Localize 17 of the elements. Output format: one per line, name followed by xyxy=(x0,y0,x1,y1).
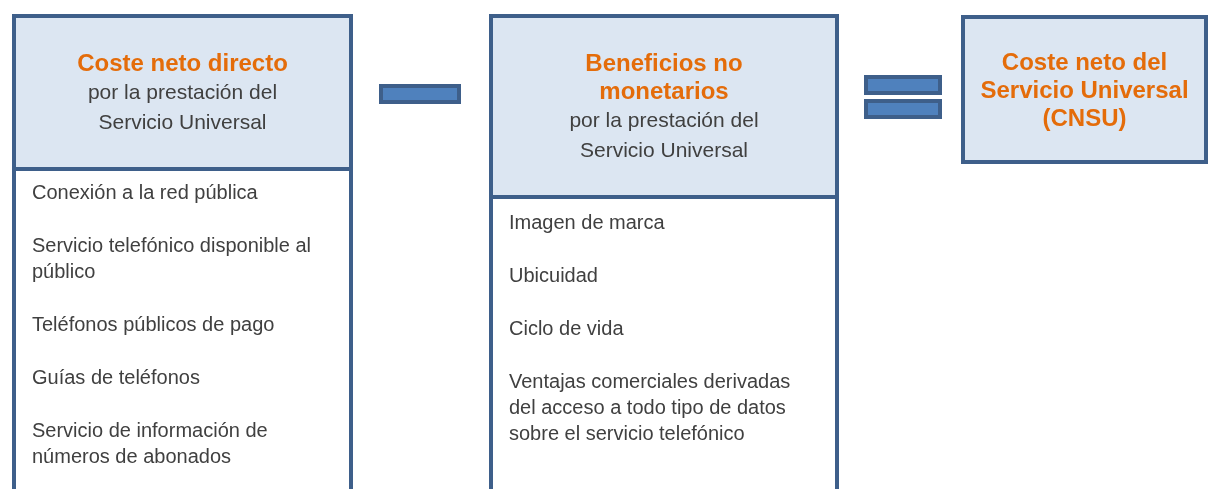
heading: Coste neto del Servicio Universal (CNSU) xyxy=(979,47,1190,132)
list-item: Ciclo de vida xyxy=(509,316,625,341)
equals-sign xyxy=(864,75,942,119)
list-item: Guías de teléfonos xyxy=(32,365,201,390)
list-item: Servicio de información de números de abonados xyxy=(32,418,269,469)
subheading: por la prestación del Servicio Universal xyxy=(86,78,279,135)
list-item: Ubicuidad xyxy=(509,263,599,288)
list-item: Ventajas comerciales derivadas del acceso a todo tipo de datos sobre el servicio telefónico xyxy=(509,369,792,446)
subheading: por la prestación del Servicio Universal xyxy=(568,106,760,163)
list-item: Teléfonos públicos de pago xyxy=(32,312,276,337)
list-item: Imagen de marca xyxy=(509,210,666,235)
list-item: Servicio telefónico disponible al público xyxy=(32,233,313,284)
minus-sign xyxy=(379,84,461,104)
result-box xyxy=(961,15,1208,164)
heading: Coste neto directo xyxy=(77,48,288,77)
list-item: Conexión a la red pública xyxy=(32,180,259,205)
heading: Beneficios no monetarios xyxy=(584,48,744,105)
